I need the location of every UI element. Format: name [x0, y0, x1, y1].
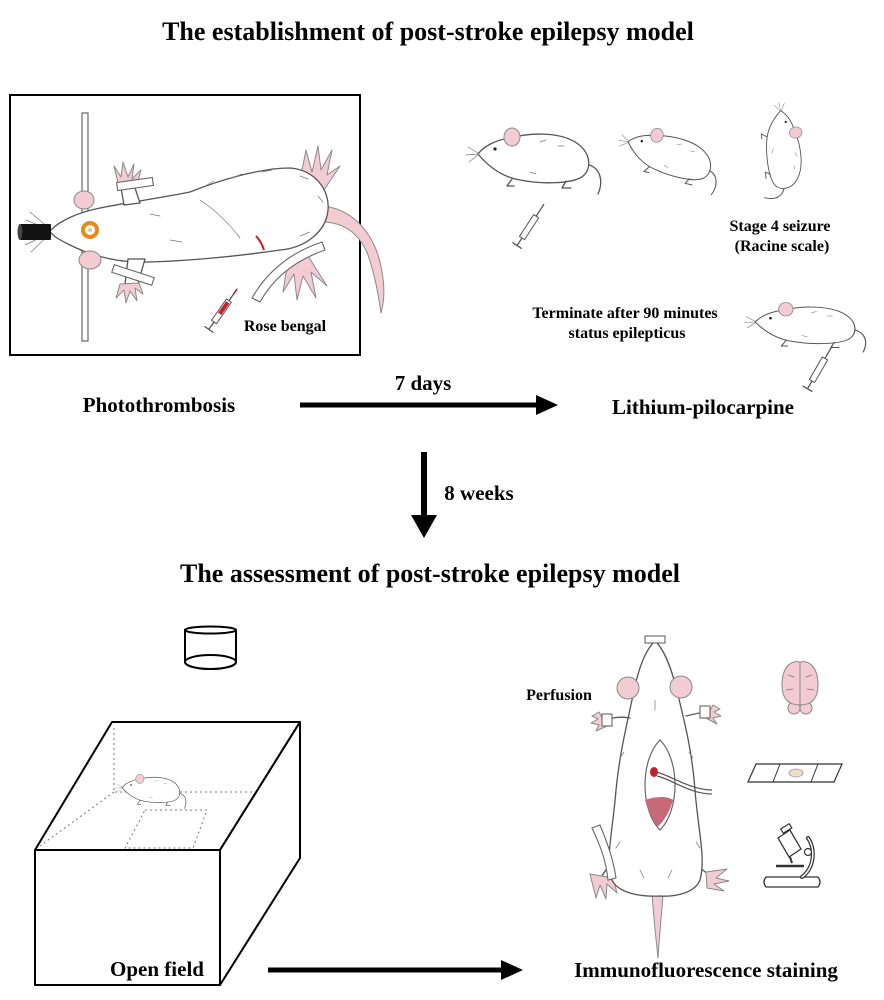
photothrombosis-rat	[24, 145, 385, 314]
rat-ear	[78, 250, 102, 270]
arrow-right-icon	[268, 960, 523, 980]
mouse-hunched	[610, 119, 727, 196]
rat-front-paw-upper	[113, 161, 142, 186]
perfusion-tube	[655, 771, 713, 795]
tape-strip	[115, 176, 155, 192]
rat-tail	[651, 894, 664, 959]
tape-strip	[601, 713, 613, 727]
seven-days-label: 7 days	[395, 371, 452, 395]
injection-syringe-icon	[512, 201, 549, 249]
tape-strip	[111, 264, 155, 286]
rat-ear	[616, 676, 640, 700]
tape-strip	[644, 635, 666, 644]
brain-slice-slide-icon	[747, 763, 843, 783]
arrow-right-icon	[300, 395, 558, 415]
rose-bengal-syringe-icon	[204, 285, 242, 333]
mouse-in-arena	[115, 773, 187, 809]
lithium-pilocarpine-label: Lithium-pilocarpine	[612, 395, 794, 419]
microscope-icon	[763, 822, 821, 888]
open-field-label: Open field	[110, 957, 204, 981]
rat-hind-paw-lower	[282, 255, 328, 301]
rat-front-paw-lower	[115, 282, 144, 304]
mouse-terminated	[743, 301, 867, 353]
mouse-baseline	[465, 127, 602, 195]
photothrombosis-panel: Rose bengal	[9, 94, 385, 356]
termination-label: Terminate after 90 minutes	[532, 305, 717, 322]
establishment-title: The establishment of post-stroke epileps…	[162, 17, 694, 46]
rat-hind-paw	[705, 868, 730, 892]
tape-strip	[699, 705, 711, 719]
status-epilepticus-label: status epilepticus	[569, 325, 686, 342]
tape-strip	[591, 824, 617, 881]
open-field-arena	[34, 721, 301, 986]
rat-ear	[669, 675, 693, 699]
rat-tail	[321, 205, 385, 314]
lithium-pilocarpine-panel: Stage 4 seizure (Racine scale) Terminate…	[465, 99, 867, 392]
perfusion-label: Perfusion	[526, 687, 592, 704]
rat-ear	[73, 190, 95, 210]
assessment-title: The assessment of post-stroke epilepsy m…	[180, 559, 680, 588]
center-zone	[124, 809, 208, 849]
eight-weeks-label: 8 weeks	[444, 481, 513, 505]
liver	[645, 797, 673, 827]
termination-syringe-icon	[802, 343, 837, 392]
mouse-rearing-seizure	[751, 99, 812, 201]
photothrombosis-label: Photothrombosis	[83, 393, 235, 417]
rose-bengal-label: Rose bengal	[244, 318, 327, 335]
immunofluorescence-label: Immunofluorescence staining	[574, 958, 838, 982]
camera-icon	[184, 625, 237, 670]
perfusion-rat	[589, 635, 730, 959]
heart	[650, 767, 658, 777]
rat-front-paw	[705, 704, 722, 725]
injection-site	[255, 235, 265, 251]
racine-scale-label: (Racine scale)	[735, 238, 830, 255]
brain-icon	[781, 661, 819, 715]
tape-strip	[251, 241, 326, 303]
arrow-down-icon	[411, 452, 437, 538]
light-source	[17, 224, 51, 240]
seizure-stage-label: Stage 4 seizure	[729, 218, 830, 235]
